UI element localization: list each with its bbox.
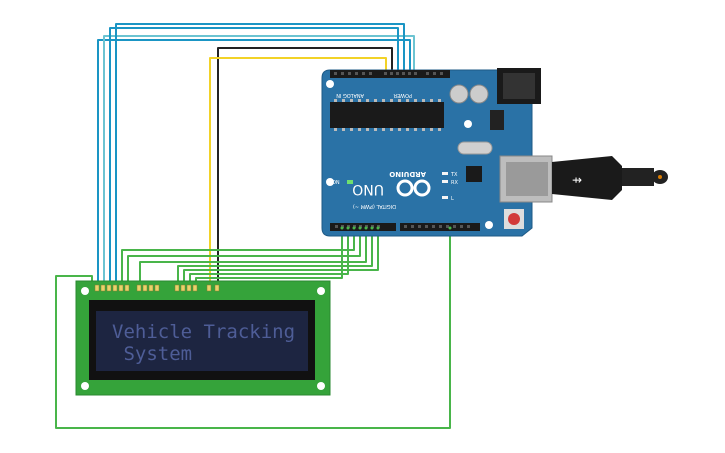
arduino-logo: [396, 179, 431, 197]
lcd-line-2: System: [112, 343, 192, 365]
atmega-chip: [330, 102, 444, 128]
lcd-module[interactable]: Vehicle Tracking System: [75, 280, 331, 396]
wire-green-2[interactable]: [127, 228, 361, 289]
l-led: [442, 196, 448, 199]
lcd-screen: [96, 311, 308, 371]
header-pins-top: [334, 72, 443, 75]
wire-green-1[interactable]: [121, 228, 355, 289]
crystal: [457, 141, 493, 155]
arduino-mount-hole: [464, 120, 472, 128]
wire-green-3[interactable]: [139, 228, 367, 289]
l-label: L: [451, 196, 454, 202]
usb-plug[interactable]: [552, 156, 622, 200]
lcd-mount-hole: [81, 287, 89, 295]
capacitor: [469, 84, 489, 104]
reset-button[interactable]: [508, 213, 520, 225]
wire-green-6[interactable]: [189, 228, 349, 289]
tx-label: TX: [450, 172, 458, 178]
wire-blue-3[interactable]: [115, 23, 405, 289]
capacitor: [449, 84, 469, 104]
rx-label: RX: [451, 180, 458, 186]
on-label: ON: [332, 180, 340, 186]
usb-cable-dot: [658, 175, 662, 179]
arduino-mount-hole: [485, 221, 493, 229]
power-jack-inner: [503, 73, 535, 99]
usb-port-inner: [506, 162, 548, 196]
usb-cable-strain-relief: [622, 168, 654, 186]
usb-icon: ⇸: [572, 173, 582, 187]
digital-label: DIGITAL (PWM ~): [353, 203, 396, 209]
lcd-mount-hole: [317, 382, 325, 390]
wire-blue-1[interactable]: [97, 39, 411, 289]
wire-cyan-1[interactable]: [103, 35, 415, 289]
arduino-mount-hole: [326, 80, 334, 88]
wire-black[interactable]: [217, 47, 393, 289]
wire-green-5[interactable]: [183, 228, 379, 289]
wire-green-loop[interactable]: [55, 228, 451, 429]
model-label: UNO: [352, 181, 384, 197]
arduino-mount-hole: [326, 178, 334, 186]
lcd-line-1: Vehicle Tracking: [112, 321, 295, 343]
analog-in-label: ANALOG IN: [336, 92, 364, 98]
tx-led: [442, 172, 448, 175]
on-led: [347, 180, 353, 184]
rx-led: [442, 180, 448, 183]
header-pins-bottom: [335, 225, 470, 228]
wire-endpoints: [340, 226, 452, 230]
usb-controller-chip: [466, 166, 482, 182]
arduino-board[interactable]: ANALOG IN POWER: [321, 68, 668, 237]
lcd-mount-hole: [317, 287, 325, 295]
wire-green-4[interactable]: [177, 228, 373, 289]
regulator: [490, 110, 504, 130]
wire-yellow[interactable]: [209, 57, 387, 289]
power-label: POWER: [393, 92, 412, 98]
lcd-mount-hole: [81, 382, 89, 390]
chip-pins: [334, 99, 441, 131]
lcd-pin-header: [94, 284, 220, 292]
digital-header-low: [330, 223, 396, 231]
wire-blue-2[interactable]: [109, 27, 399, 289]
brand-label: ARDUINO: [389, 170, 426, 178]
